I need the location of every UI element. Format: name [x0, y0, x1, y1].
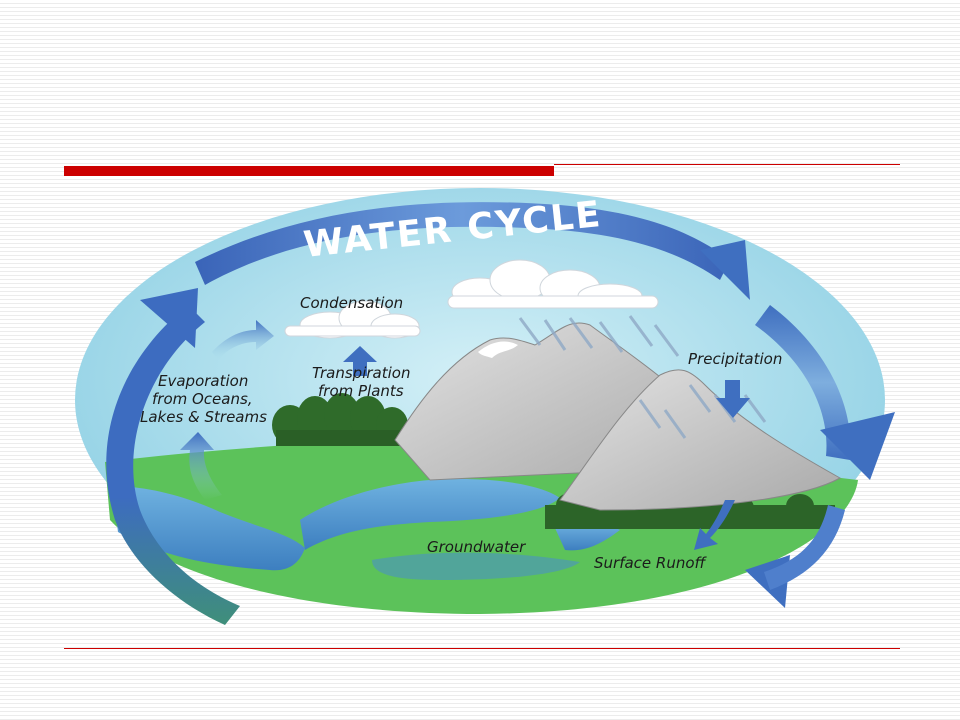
left-arc-arrowhead: [140, 288, 198, 348]
label-groundwater: Groundwater: [427, 538, 526, 556]
forest-left: [272, 393, 408, 446]
top-arc-arrowhead: [700, 240, 750, 300]
transpiration-up-arrow: [343, 346, 377, 376]
top-arc-arrow-body: [195, 202, 730, 285]
label-transpiration-line1: Transpiration: [312, 364, 410, 382]
title-rule-thin: [554, 164, 900, 165]
label-transpiration-line2: from Plants: [318, 382, 404, 400]
right-arc-arrow-body: [755, 305, 851, 460]
label-surface-runoff: Surface Runoff: [594, 554, 708, 572]
runoff-arc: [764, 505, 845, 590]
runoff-down-arrow: [694, 500, 735, 550]
label-evaporation-line1: Evaporation: [158, 372, 248, 390]
evaporation-up-arrow: [180, 432, 222, 500]
stream-water: [555, 522, 620, 551]
left-arc-arrow-body: [106, 305, 240, 625]
label-evaporation-line3: Lakes & Streams: [140, 408, 267, 426]
label-evaporation-line2: from Oceans,: [152, 390, 253, 408]
cloud-condensation: [284, 300, 421, 339]
cloud-precipitation: [447, 259, 659, 309]
right-arc-arrowhead-upper: [820, 412, 895, 480]
lake-water: [300, 478, 560, 550]
groundwater-layer: [372, 552, 580, 580]
footer-rule: [64, 648, 900, 649]
evaporation-to-cloud-arrow: [212, 320, 274, 360]
snow-cap: [478, 341, 518, 358]
precipitation-down-arrow: [716, 380, 750, 418]
label-precipitation: Precipitation: [688, 350, 782, 368]
title-rule-thick: [64, 166, 554, 176]
label-condensation: Condensation: [300, 294, 403, 312]
